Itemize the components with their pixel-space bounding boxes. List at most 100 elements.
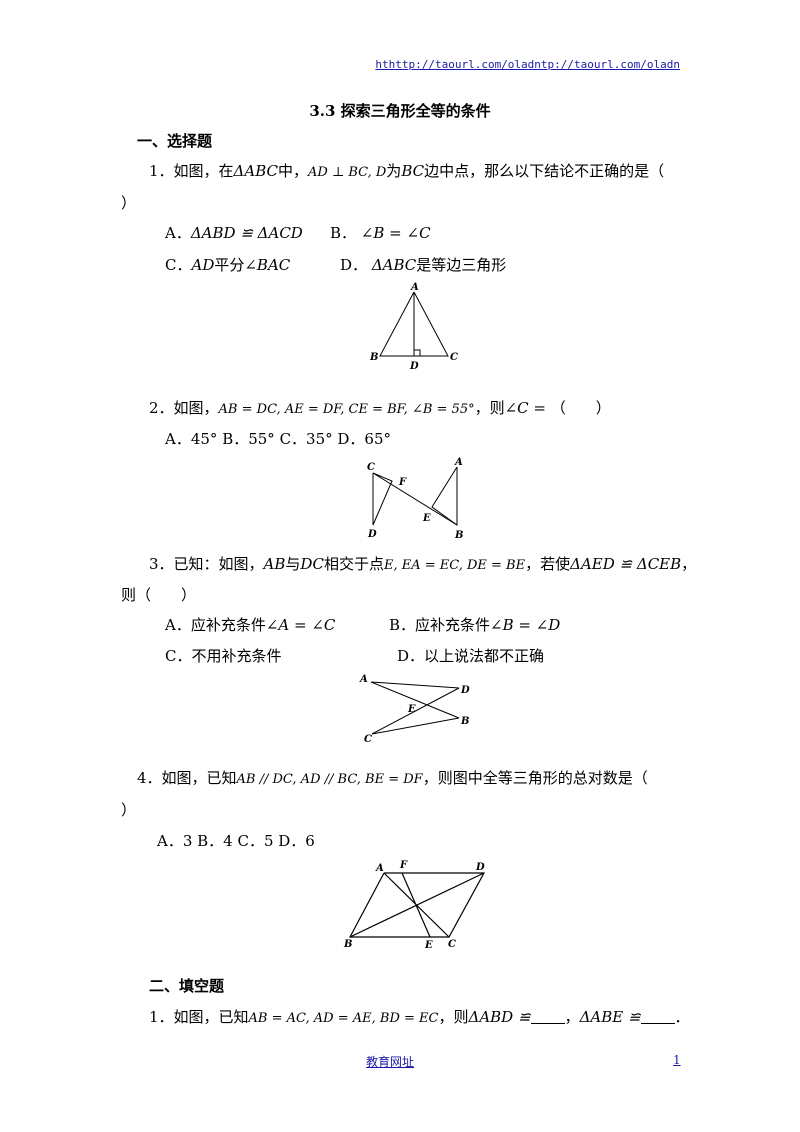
q3-condition: E, EA = EC, DE = BE bbox=[383, 558, 526, 573]
q1-condition: AD ⊥ BC, D bbox=[308, 165, 387, 180]
page-title: 3.3 探索三角形全等的条件 bbox=[309, 102, 491, 120]
f1-condition: AB = AC, AD = AE, BD = EC bbox=[248, 1011, 439, 1026]
q2-num: 2．如图， bbox=[149, 399, 219, 417]
q3-ab: AB bbox=[263, 555, 286, 573]
label-c: C bbox=[448, 939, 456, 950]
label-a: A bbox=[359, 674, 368, 685]
q3-option-b: B．应补充条件∠B = ∠D bbox=[389, 614, 560, 635]
label-c: C bbox=[367, 462, 375, 473]
label-d: D bbox=[475, 862, 485, 873]
q4-options: A．3 B．4 C．5 D．6 bbox=[157, 832, 315, 850]
option-label: B．应补充条件 bbox=[389, 616, 491, 634]
option-label: C． bbox=[165, 256, 192, 274]
q1-figure: A B C D bbox=[369, 282, 458, 372]
q3-option-c: C．不用补充条件 bbox=[165, 647, 282, 665]
q2-figure: C F D A E B bbox=[367, 457, 463, 541]
q1-text: 中， bbox=[278, 162, 309, 180]
option-label: D． bbox=[340, 256, 368, 274]
section-choice-title: 一、选择题 bbox=[137, 132, 213, 150]
q2-condition: AB = DC, AE = DF, CE = BF, ∠B = 55° bbox=[218, 402, 475, 417]
label-c: C bbox=[364, 734, 372, 745]
label-a: A bbox=[375, 863, 384, 874]
q2-text: ，则 bbox=[474, 399, 505, 417]
label-b: B bbox=[343, 939, 352, 950]
page-number[interactable]: 1 bbox=[673, 1053, 681, 1067]
q3-option-d: D．以上说法都不正确 bbox=[397, 647, 545, 665]
q1-option-a: A．ΔABD ≌ ΔACD bbox=[165, 222, 303, 243]
q2-paren: （ ） bbox=[550, 399, 611, 417]
f1-text: ． bbox=[674, 1008, 690, 1026]
label-b: B bbox=[369, 352, 378, 363]
option-text: ∠A = ∠C bbox=[265, 616, 336, 634]
triangle-abe bbox=[431, 466, 458, 526]
option-label: B． bbox=[330, 224, 357, 242]
q3-goal: ΔAED ≌ ΔCEB bbox=[570, 555, 682, 573]
q4-stem: 4．如图，已知AB // DC, AD // BC, BE = DF，则图中全等… bbox=[137, 767, 648, 788]
q1-option-d: D． ΔABC是等边三角形 bbox=[340, 254, 506, 275]
f1-congruence-2: ΔABE ≌ bbox=[579, 1008, 641, 1026]
q4-condition: AB // DC, AD // BC, BE = DF bbox=[236, 772, 423, 787]
q3-then: 则（ ） bbox=[121, 586, 197, 604]
segment-cb bbox=[372, 472, 458, 526]
q3-text: 相交于点 bbox=[323, 555, 384, 573]
q3-text: 与 bbox=[285, 555, 301, 573]
q4-text: ，则图中全等三角形的总对数是（ bbox=[422, 769, 648, 787]
option-text: ΔABC bbox=[371, 256, 417, 274]
q3-option-a: A．应补充条件∠A = ∠C bbox=[165, 614, 335, 635]
segment-ad bbox=[370, 681, 460, 689]
label-b: B bbox=[454, 530, 463, 541]
header-link[interactable]: hthttp://taourl.com/oladntp://taourl.com… bbox=[375, 58, 680, 71]
label-a: A bbox=[454, 457, 463, 468]
f1-num: 1．如图，已知 bbox=[149, 1008, 249, 1026]
label-d: D bbox=[460, 685, 470, 696]
f1-blank-1[interactable] bbox=[530, 1009, 565, 1024]
f1-stem: 1．如图，已知AB = AC, AD = AE, BD = EC，则ΔABD ≌… bbox=[149, 1006, 690, 1027]
q4-figure: A F D B E C bbox=[343, 860, 486, 951]
option-label: A．应补充条件 bbox=[165, 616, 266, 634]
label-b: B bbox=[460, 716, 469, 727]
segment-ab bbox=[370, 681, 460, 719]
q3-stem: 3．已知：如图，AB与DC相交于点E, EA = EC, DE = BE，若使Δ… bbox=[149, 553, 696, 574]
label-e: E bbox=[407, 704, 416, 715]
option-text: 平分 bbox=[214, 256, 245, 274]
footer-link[interactable]: 教育网址 bbox=[366, 1055, 415, 1069]
q2-options: A．45° B．55° C．35° D．65° bbox=[165, 430, 392, 448]
label-c: C bbox=[450, 352, 458, 363]
label-e: E bbox=[422, 513, 431, 524]
q1-stem: 1．如图，在ΔABC中，AD ⊥ BC, D为BC边中点，那么以下结论不正确的是… bbox=[149, 160, 664, 181]
right-angle-mark bbox=[414, 349, 421, 356]
option-text: AD bbox=[191, 256, 215, 274]
label-f: F bbox=[399, 860, 408, 871]
q1-close-paren: ） bbox=[121, 194, 137, 212]
f1-blank-2[interactable] bbox=[640, 1009, 675, 1024]
option-text: ∠B = ∠C bbox=[360, 224, 431, 242]
f1-congruence-1: ΔABD ≌ bbox=[468, 1008, 531, 1026]
f1-text: ， bbox=[564, 1008, 580, 1026]
q4-num: 4．如图，已知 bbox=[137, 769, 237, 787]
option-text: ΔABD ≌ ΔACD bbox=[190, 224, 303, 242]
segment-cb bbox=[371, 717, 460, 735]
q1-text: 边中点，那么以下结论不正确的是（ bbox=[424, 162, 665, 180]
q3-num: 3．已知：如图， bbox=[149, 555, 264, 573]
option-label: A． bbox=[165, 224, 191, 242]
option-text: 是等边三角形 bbox=[416, 256, 507, 274]
q1-text: 为 bbox=[386, 162, 402, 180]
option-text: ∠BAC bbox=[244, 256, 291, 274]
q1-triangle: ΔABC bbox=[233, 162, 278, 180]
q1-option-b: B． ∠B = ∠C bbox=[330, 222, 431, 243]
label-e: E bbox=[424, 940, 433, 951]
label-f: F bbox=[398, 477, 407, 488]
q1-num: 1．如图，在 bbox=[149, 162, 234, 180]
label-a: A bbox=[410, 282, 419, 293]
q3-text: ， bbox=[681, 555, 697, 573]
q3-dc: DC bbox=[300, 555, 324, 573]
q1-bc: BC bbox=[401, 162, 425, 180]
f1-text: ，则 bbox=[438, 1008, 469, 1026]
option-text: ∠B = ∠D bbox=[490, 616, 561, 634]
section-fill-title: 二、填空题 bbox=[149, 977, 225, 995]
triangle-cdf bbox=[372, 472, 393, 526]
label-d: D bbox=[367, 529, 377, 540]
q2-stem: 2．如图，AB = DC, AE = DF, CE = BF, ∠B = 55°… bbox=[149, 397, 611, 418]
segment-fe bbox=[401, 872, 431, 938]
